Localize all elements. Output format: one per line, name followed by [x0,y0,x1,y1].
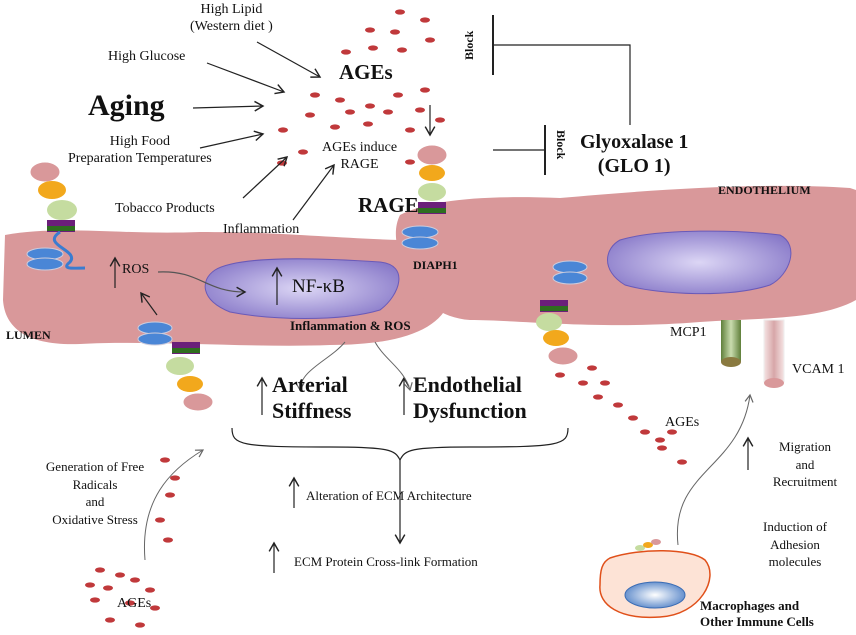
age-particle [163,537,173,543]
age-particle [600,380,610,386]
label-block-1: Block [462,30,476,60]
age-particle [420,17,430,23]
age-particle [555,372,565,378]
mcp1-tube [721,320,741,362]
age-particle [135,622,145,628]
label-inflammation: Inflammation [223,222,300,237]
rage-receptor-left [26,161,86,271]
age-particle [278,127,288,133]
age-particle [155,517,165,523]
age-particle [435,117,445,123]
label-glo1: Glyoxalase 1(GLO 1) [580,131,689,177]
age-particle [105,617,115,623]
age-particle [150,605,160,611]
age-particle [405,159,415,165]
age-particle [145,587,155,593]
age-particle [383,109,393,115]
label-block-2: Block [554,130,568,160]
age-particle [667,429,677,435]
label-endothelium: ENDOTHELIUM [718,183,811,197]
label-ecm-alteration: Alteration of ECM Architecture [306,488,472,503]
age-particle [310,92,320,98]
age-particle [165,492,175,498]
label-ages: AGEs [339,60,393,84]
macrophage-nucleus [624,581,686,609]
age-particle [298,149,308,155]
label-ros: ROS [122,262,150,277]
age-particle [335,97,345,103]
label-mcp1: MCP1 [670,325,707,340]
label-ages-bottom: AGEs [117,596,152,611]
age-particle [578,380,588,386]
age-particle [345,109,355,115]
label-inflammation-ros: Inflammation & ROS [290,318,411,333]
age-particle [160,457,170,463]
label-tobacco: Tobacco Products [115,201,215,216]
label-high-glucose: High Glucose [108,49,186,64]
age-particle [640,429,650,435]
age-particle [125,600,135,606]
ages-particles [85,9,687,628]
label-nfkb: NF-κB [292,276,345,297]
age-particle [341,49,351,55]
age-particle [587,365,597,371]
age-particle [393,92,403,98]
age-particle [368,45,378,51]
label-aging: Aging [88,89,165,122]
age-particle [115,572,125,578]
rage-receptor-bottom-right [536,260,588,366]
age-particle [405,127,415,133]
age-particle [395,9,405,15]
age-particle [420,87,430,93]
age-particle [657,445,667,451]
label-ages-right: AGEs [665,415,700,430]
age-particle [363,121,373,127]
age-particle [655,437,665,443]
age-particle [425,37,435,43]
age-particle [628,415,638,421]
age-particle [95,567,105,573]
age-particle [85,582,95,588]
label-high-lipid: High Lipid(Western diet ) [190,2,273,34]
label-lumen: LUMEN [6,328,51,342]
age-particle [593,394,603,400]
age-particle [330,124,340,130]
age-particle [103,585,113,591]
age-particle [365,27,375,33]
age-particle [677,459,687,465]
age-particle [390,29,400,35]
rage-receptor-bottom-left [137,321,214,412]
age-particle [365,103,375,109]
nucleus-left [204,258,400,319]
age-particle [305,112,315,118]
age-particle [415,107,425,113]
age-particle [613,402,623,408]
age-particle [130,577,140,583]
age-particle [170,475,180,481]
label-ecm-crosslink: ECM Protein Cross-link Formation [294,554,478,569]
nucleus-right [607,230,792,295]
rage-receptor-top [401,144,448,250]
age-particle [90,597,100,603]
label-diaph1: DIAPH1 [413,258,458,272]
age-particle [397,47,407,53]
label-rage: RAGE [358,193,419,217]
label-vcam1: VCAM 1 [792,362,845,377]
vcam1-tube [763,319,785,383]
